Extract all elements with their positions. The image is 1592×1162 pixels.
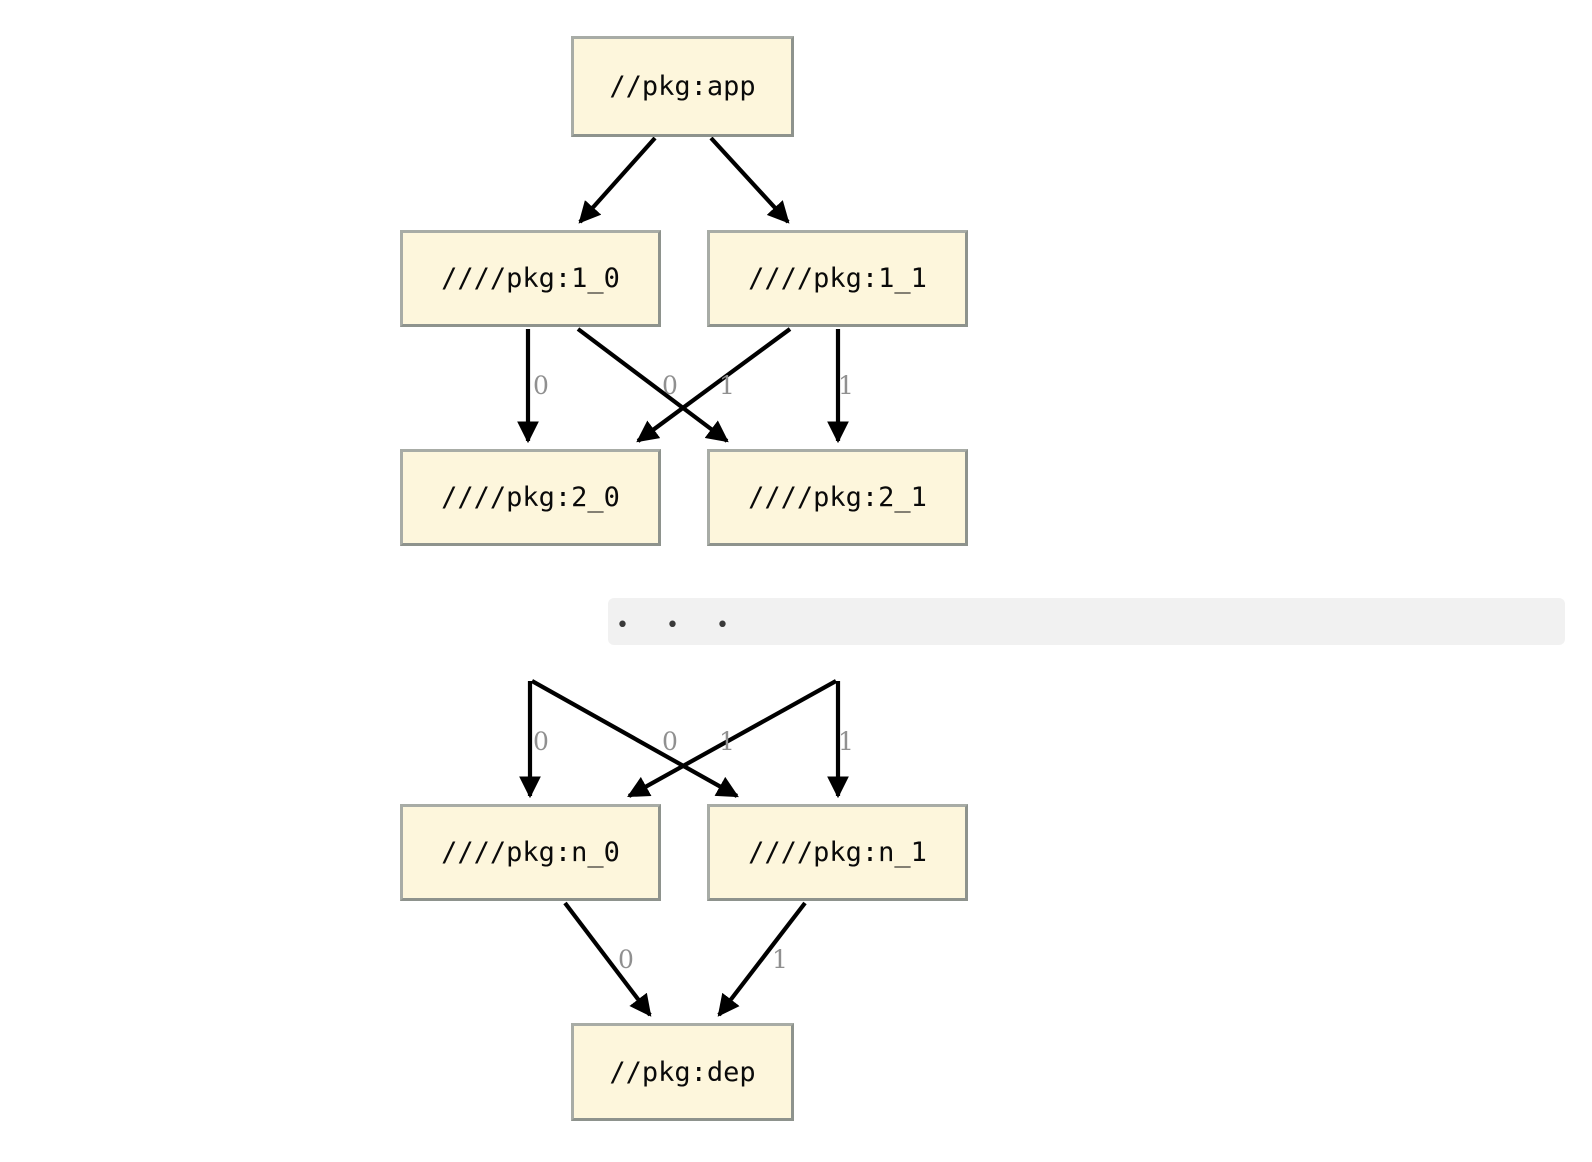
node-label: ////pkg:1_1 [748, 263, 927, 294]
edge-label-upper-0a: 0 [533, 371, 549, 400]
edge-label-upper-1b: 1 [838, 371, 854, 400]
edge-app-to-1_1 [709, 136, 790, 224]
ellipsis-separator: • • • [608, 598, 1565, 645]
node-pkg-2_0[interactable]: ////pkg:2_0 [400, 449, 661, 546]
edge-1_1-to-2_0 [636, 327, 792, 443]
node-pkg-n_1[interactable]: ////pkg:n_1 [707, 804, 968, 901]
edge-label-dep-0: 0 [618, 945, 634, 974]
node-label: ////pkg:n_1 [748, 837, 927, 868]
node-pkg-1_0[interactable]: ////pkg:1_0 [400, 230, 661, 327]
node-label: //pkg:app [609, 71, 756, 102]
ellipsis-dots: • • • [616, 613, 744, 638]
edge-above-to-n_1-cross [530, 679, 739, 798]
edge-app-to-1_0 [578, 136, 657, 224]
node-pkg-1_1[interactable]: ////pkg:1_1 [707, 230, 968, 327]
node-pkg-n_0[interactable]: ////pkg:n_0 [400, 804, 661, 901]
edge-n_0-to-dep [563, 901, 652, 1017]
node-label: ////pkg:1_0 [441, 263, 620, 294]
edge-above-to-n_0-cross [627, 679, 838, 798]
edge-label-lower-1b: 1 [838, 727, 854, 756]
node-app[interactable]: //pkg:app [571, 36, 794, 137]
node-dep[interactable]: //pkg:dep [571, 1023, 794, 1121]
edge-label-lower-1a: 1 [719, 727, 735, 756]
node-label: ////pkg:2_0 [441, 482, 620, 513]
node-label: ////pkg:2_1 [748, 482, 927, 513]
edge-label-upper-1a: 1 [719, 371, 735, 400]
edge-label-lower-0a: 0 [533, 727, 549, 756]
edge-label-lower-0b: 0 [662, 727, 678, 756]
node-pkg-2_1[interactable]: ////pkg:2_1 [707, 449, 968, 546]
edge-label-dep-1: 1 [772, 945, 788, 974]
node-label: //pkg:dep [609, 1056, 756, 1088]
edge-label-upper-0b: 0 [662, 371, 678, 400]
node-label: ////pkg:n_0 [441, 837, 620, 868]
edge-1_0-to-2_1 [576, 327, 729, 443]
edge-n_1-to-dep [717, 901, 807, 1017]
